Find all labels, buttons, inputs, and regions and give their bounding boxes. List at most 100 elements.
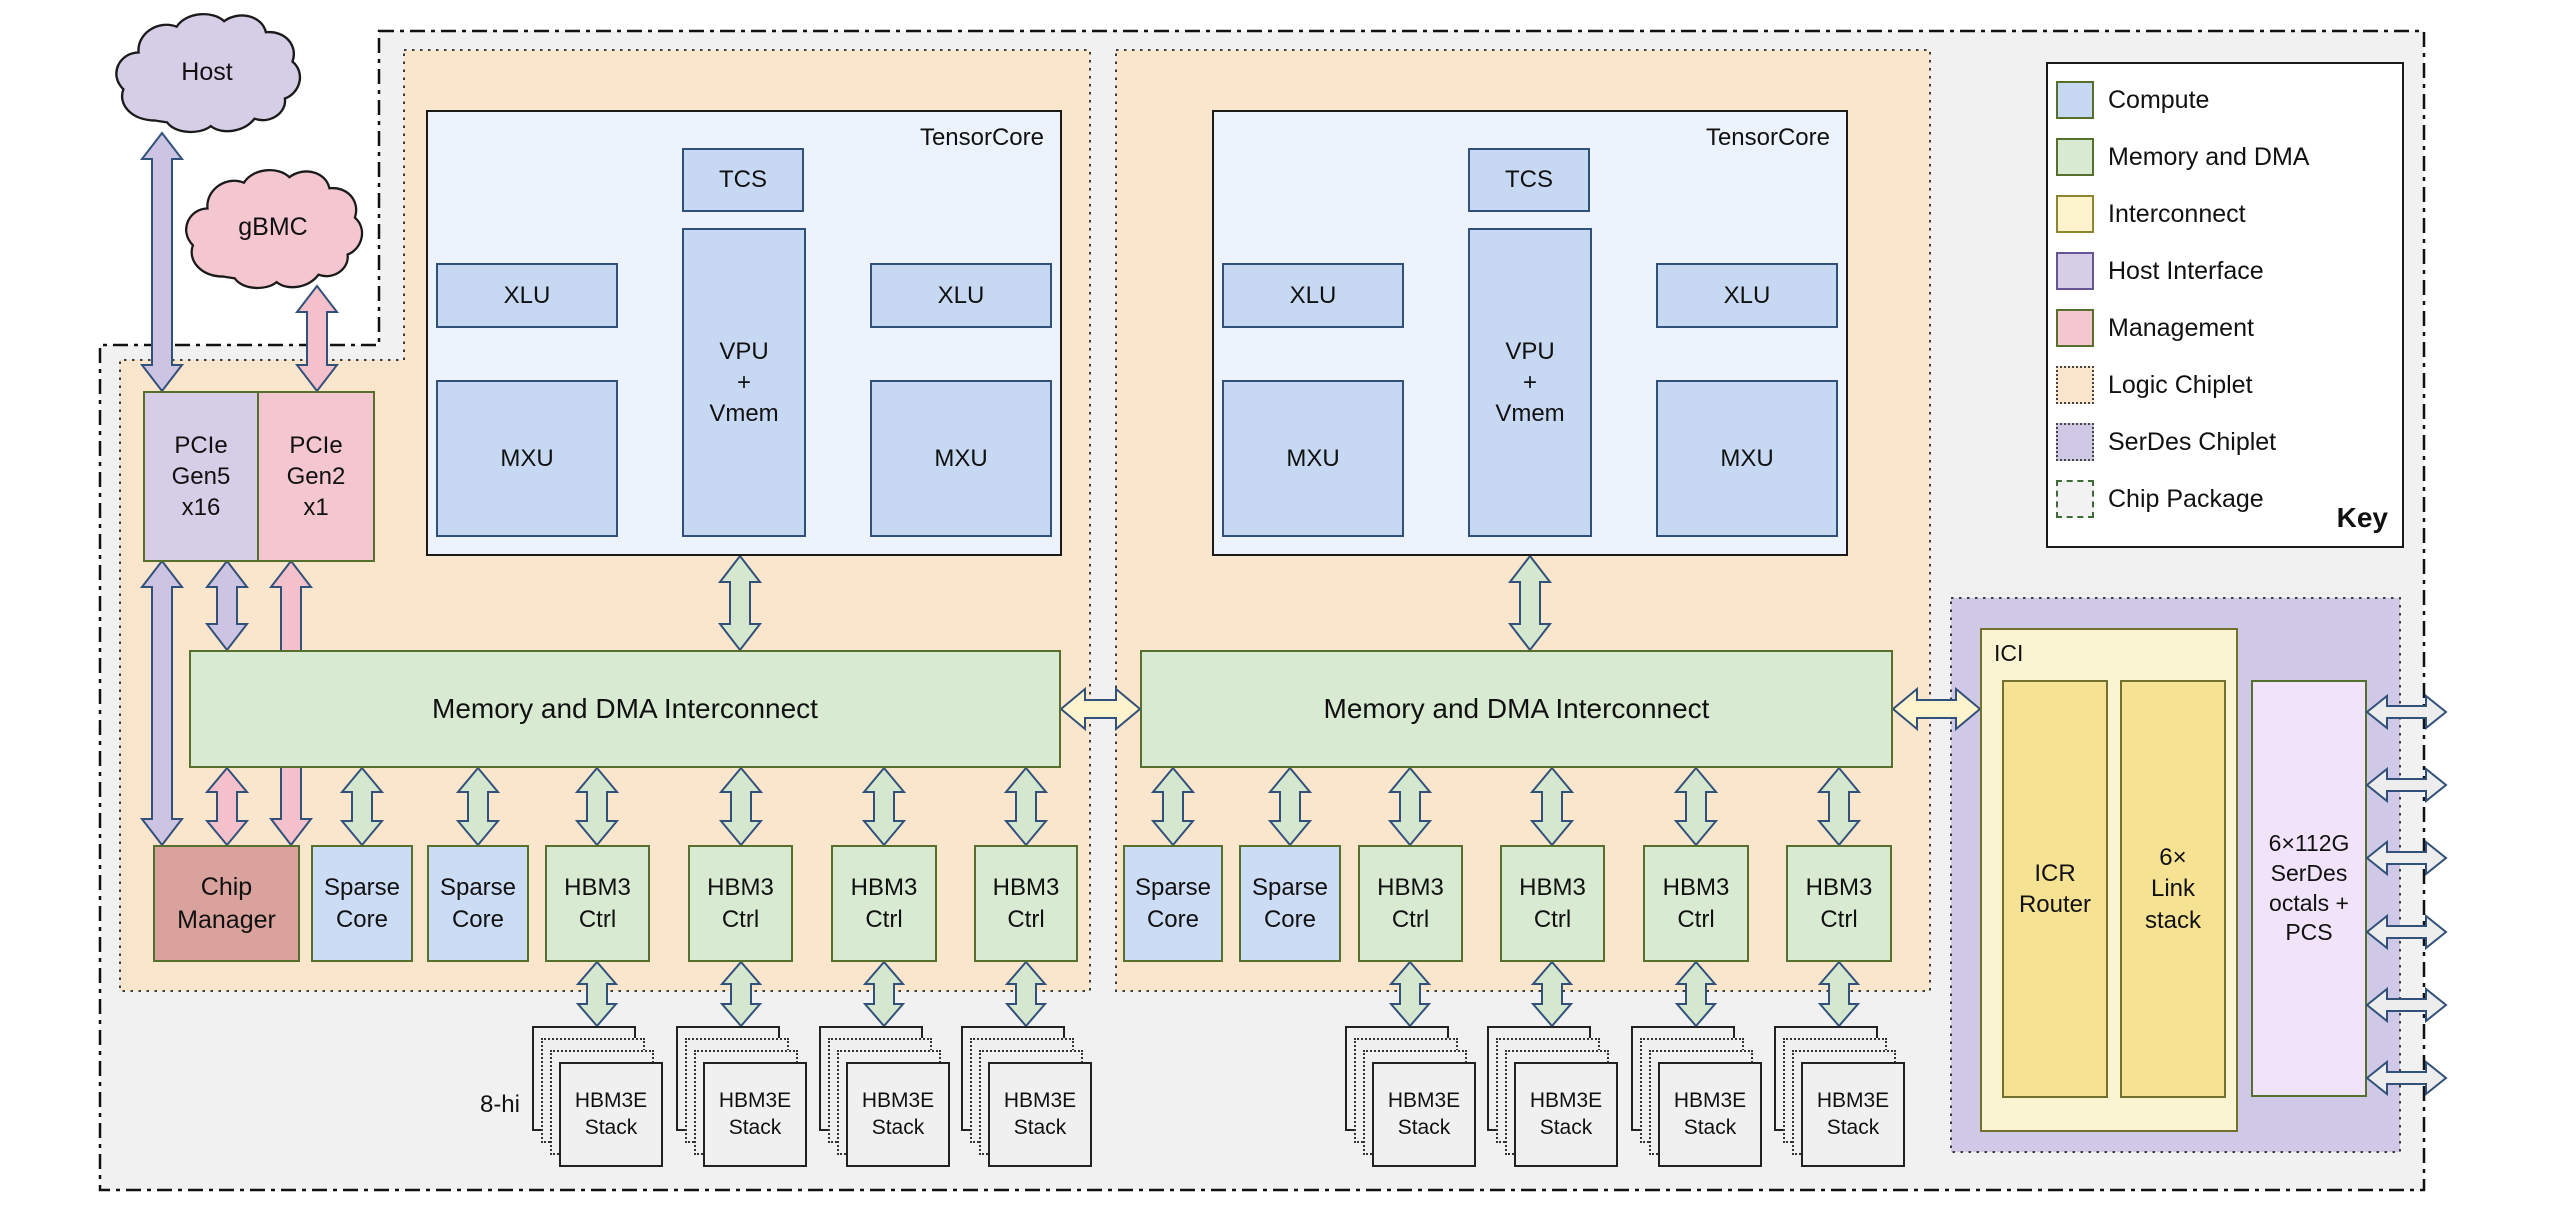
tc2-tcs-box: TCS	[1468, 148, 1590, 212]
chip-manager-line2: Manager	[177, 905, 276, 934]
tc1-xlu-right-box: XLU	[870, 263, 1052, 328]
compute-swatch	[2056, 81, 2094, 119]
pcie-gen2-box: PCIe Gen2 x1	[257, 391, 375, 562]
hbm3e-line1: HBM3E	[1003, 1089, 1077, 1113]
tc1-vpu-box: VPU + Vmem	[682, 228, 806, 537]
sparse-core-line1: Sparse	[439, 874, 517, 902]
hbm3e-line2: Stack	[1826, 1115, 1880, 1139]
hbm3e-line1: HBM3E	[1673, 1089, 1747, 1113]
host-cloud	[115, 13, 302, 134]
memory-dma-interconnect-1: Memory and DMA Interconnect	[189, 650, 1061, 768]
memory-swatch	[2056, 138, 2094, 176]
legend-item-host-interface: Host Interface	[2056, 252, 2264, 290]
tc1-xlu-left-box: XLU	[436, 263, 618, 328]
hbm3-ctrl-line2: Ctrl	[1533, 905, 1572, 933]
legend-label: Management	[2108, 313, 2254, 342]
tc2-mxu-left-box: MXU	[1222, 380, 1404, 537]
hbm3e-line2: Stack	[584, 1115, 638, 1139]
pcie-gen2-line2: Gen2	[286, 462, 346, 490]
link-line2: Link	[2150, 875, 2195, 903]
hbm3-ctrl-line2: Ctrl	[1007, 905, 1045, 933]
management-swatch	[2056, 309, 2094, 347]
horizontal-double-arrow	[2365, 839, 2448, 877]
hbm3e-line2: Stack	[728, 1115, 782, 1139]
hbm3-ctrl-line2: Ctrl	[578, 905, 617, 933]
hbm3-ctrl-line2: Ctrl	[721, 905, 760, 933]
horizontal-double-arrow	[2365, 1059, 2448, 1097]
tc1-vpu-line2: +	[736, 368, 751, 396]
hbm3-ctrl-line2: Ctrl	[1677, 905, 1715, 933]
serdes-octals-line4: PCS	[2285, 919, 2333, 946]
pcie-gen5-line1: PCIe	[174, 431, 228, 459]
tc1-tcs-box: TCS	[682, 148, 804, 212]
hbm3-ctrl-line1: HBM3	[1519, 874, 1586, 902]
pcie-gen5-line3: x16	[181, 494, 221, 522]
serdes-octals-line3: octals +	[2269, 889, 2349, 916]
legend-key-title: Key	[2336, 502, 2388, 533]
hbm3e-line2: Stack	[1013, 1115, 1067, 1139]
sparse-core-line1: Sparse	[1251, 874, 1329, 902]
stack-height-label: 8-hi	[479, 1091, 520, 1118]
hbm3-ctrl-line2: Ctrl	[1820, 905, 1858, 933]
hbm3e-line1: HBM3E	[718, 1089, 792, 1113]
hbm3-ctrl-line1: HBM3	[1805, 874, 1873, 902]
link-line1: 6×	[2159, 844, 2187, 872]
serdes-octals-line2: SerDes	[2270, 859, 2348, 886]
horizontal-double-arrow	[2365, 693, 2448, 731]
gbmc-cloud	[185, 169, 364, 290]
legend-item-compute: Compute	[2056, 81, 2209, 119]
horizontal-double-arrow	[2365, 986, 2448, 1024]
tc2-xlu-right-box: XLU	[1656, 263, 1838, 328]
legend-item-management: Management	[2056, 309, 2254, 347]
host-interface-swatch	[2056, 252, 2094, 290]
tc1-vpu-line3: Vmem	[709, 400, 779, 428]
tc2-vpu-box: VPU + Vmem	[1468, 228, 1592, 537]
sparse-core-line2: Core	[451, 905, 504, 933]
hbm3-ctrl-line1: HBM3	[992, 874, 1060, 902]
tensorcore-1-title: TensorCore	[919, 124, 1044, 151]
ici-label: ICI	[1994, 640, 2024, 666]
gbmc-cloud-label: gBMC	[238, 213, 308, 241]
hbm3-ctrl-line1: HBM3	[1662, 874, 1730, 902]
hbm3-ctrl-line1: HBM3	[707, 874, 774, 902]
horizontal-double-arrow	[2365, 913, 2448, 951]
chip-manager-line1: Chip	[200, 873, 253, 901]
sparse-core-line2: Core	[1263, 905, 1316, 933]
logic-chiplet-swatch	[2056, 366, 2094, 404]
hbm3e-line1: HBM3E	[1529, 1089, 1603, 1113]
hbm3-ctrl-line1: HBM3	[564, 874, 631, 902]
legend-item-serdes-chiplet: SerDes Chiplet	[2056, 423, 2276, 461]
sparse-core-line1: Sparse	[323, 874, 401, 902]
chip-package-swatch	[2056, 480, 2094, 518]
legend-item-chip-package: Chip Package	[2056, 480, 2264, 518]
pcie-gen2-line3: x1	[303, 494, 329, 522]
hbm3-ctrl-line2: Ctrl	[865, 905, 903, 933]
legend-label: Chip Package	[2108, 484, 2264, 513]
legend-box	[2046, 62, 2404, 548]
sparse-core-line2: Core	[335, 905, 388, 933]
interconnect-swatch	[2056, 195, 2094, 233]
sparse-core-line2: Core	[1146, 905, 1199, 933]
link-line3: stack	[2144, 906, 2201, 934]
tc2-vpu-line1: VPU	[1505, 337, 1555, 365]
serdes-chiplet-swatch	[2056, 423, 2094, 461]
tensorcore-2-title: TensorCore	[1705, 124, 1830, 151]
hbm3e-line2: Stack	[1683, 1115, 1737, 1139]
